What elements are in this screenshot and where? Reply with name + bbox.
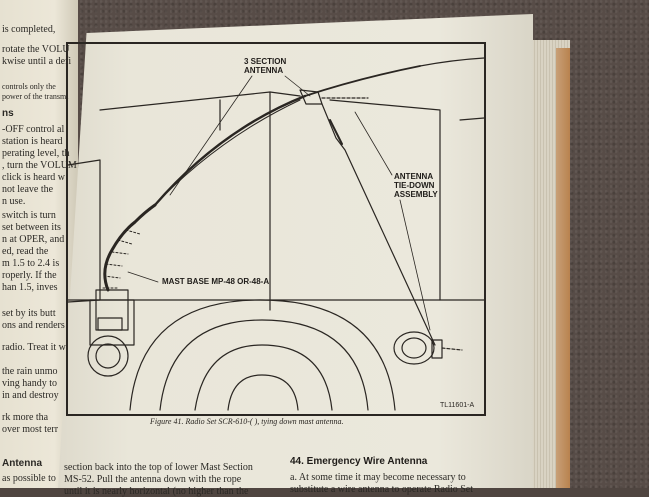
left-text-line: n at OPER, and [2, 234, 65, 245]
left-text-line: set between its [2, 222, 61, 233]
left-text-line: over most terr [2, 424, 59, 435]
left-text-line: rotate the VOLU [2, 44, 70, 55]
tie-down-label: ANTENNA TIE-DOWN ASSEMBLY [394, 172, 438, 199]
mast-spring [103, 203, 157, 292]
antenna-label-line: ANTENNA [244, 66, 284, 75]
antenna-label: 3 SECTION ANTENNA [244, 57, 286, 75]
tie-down-label-line: ANTENNA [394, 172, 434, 181]
anchor-hole [393, 331, 435, 365]
anchor [431, 339, 443, 359]
tie-down-label-line: ASSEMBLY [394, 190, 438, 199]
left-text-line: , turn the VOLUM [2, 160, 77, 171]
body-text-line: section back into the top of lower Mast … [64, 462, 253, 473]
left-heading: ns [2, 108, 14, 119]
left-text-line: controls only the [2, 82, 56, 91]
right-page [58, 14, 533, 488]
tie-down-rope [321, 103, 436, 346]
left-text-line: click is heard w [2, 172, 66, 183]
left-heading: Antenna [2, 458, 42, 469]
body-text-line: MS-52. Pull the antenna down with the ro… [64, 474, 242, 485]
left-text-line: m 1.5 to 2.4 is [2, 258, 60, 269]
wheel-arch [159, 319, 369, 411]
antenna-section [304, 65, 421, 97]
left-text-line: n use. [2, 196, 26, 207]
body-text-line: substitute a wire antenna to operate Rad… [290, 484, 474, 495]
left-text-line: radio. Treat it w [2, 342, 66, 353]
left-text-line: perating level, th [2, 148, 70, 159]
left-text-line: rk more tha [2, 412, 49, 423]
antenna-label-line: 3 SECTION [244, 57, 287, 66]
left-text-line: not leave the [2, 184, 54, 195]
left-text-line: station is heard [2, 136, 63, 147]
leader-line [354, 111, 393, 176]
figure-caption: Figure 41. Radio Set SCR-610-( ), tying … [150, 417, 344, 426]
tie-down-label-line: TIE-DOWN [394, 181, 435, 190]
left-text-line: set by its butt [2, 308, 56, 319]
left-text-line: roperly. If the [2, 270, 57, 281]
left-text-line: kwise until a defi [2, 56, 72, 67]
figure-reference: TL11601-A [440, 402, 475, 409]
left-text-line: as possible to [2, 473, 56, 484]
figure-frame [66, 42, 486, 416]
mast-base-label: MAST BASE MP-48 OR-48-A [162, 277, 270, 286]
left-text-line: han 1.5, inves [2, 282, 58, 293]
antenna-section [419, 57, 485, 67]
leader-line [284, 75, 311, 97]
wall-outline [269, 91, 441, 301]
leader-line [169, 75, 253, 196]
dashed-line [441, 347, 463, 351]
antenna-section [153, 94, 307, 207]
left-text-line: ving handy to [2, 378, 57, 389]
mast-mount [95, 343, 121, 369]
book-edge [556, 48, 570, 488]
mast-base [97, 317, 123, 331]
left-text-line: switch is turn [2, 210, 56, 221]
left-text-line: in and destroy [2, 390, 59, 401]
anchor-hole [401, 337, 427, 359]
left-text-line: -OFF control al [2, 124, 65, 135]
left-text-line: power of the transmi [2, 92, 69, 101]
turnbuckle [329, 119, 343, 145]
wall-outline [459, 117, 485, 121]
mast-mount [87, 335, 129, 377]
left-text-line: ed, read the [2, 246, 49, 257]
leader-line [399, 199, 431, 331]
left-text-line: is completed, [2, 24, 56, 35]
mast-spring [102, 229, 141, 289]
mast-base [95, 289, 129, 331]
mast-base [89, 299, 135, 346]
antenna-section [149, 99, 301, 211]
body-text-line: a. At some time it may become necessary … [290, 472, 466, 483]
wheel-arch [194, 344, 333, 411]
wheel-arch [227, 374, 299, 411]
leader-line [127, 271, 159, 283]
left-text-line: ons and renders [2, 320, 65, 331]
left-text-line: the rain unmo [2, 366, 58, 377]
wall-outline [67, 159, 101, 303]
wheel-arch [129, 299, 396, 411]
section-heading: 44. Emergency Wire Antenna [290, 456, 428, 467]
